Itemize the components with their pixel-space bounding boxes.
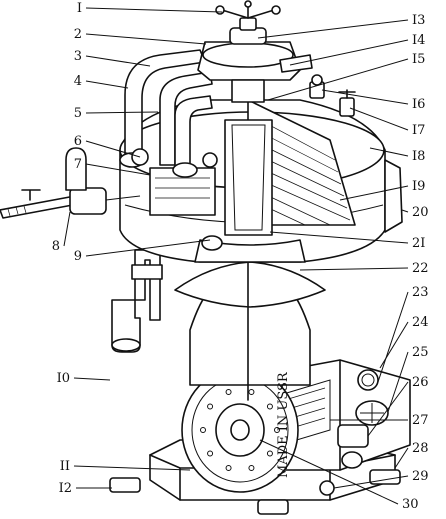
right-label-18: 30 <box>402 497 419 512</box>
inlet-assembly <box>119 0 356 178</box>
nameplate-text: MADE IN USSR <box>276 371 291 478</box>
left-label-2: 2 <box>74 27 82 42</box>
flywheel-bolt <box>248 388 255 395</box>
right-leader-2 <box>289 39 409 66</box>
left-label-11: II <box>60 459 70 474</box>
right-leader-7 <box>339 185 409 201</box>
right-label-6: I8 <box>412 149 425 164</box>
pipe-flange <box>131 264 163 280</box>
right-leader-6 <box>369 147 409 157</box>
left-leader-8 <box>63 211 71 247</box>
right-label-7: I9 <box>412 179 425 194</box>
left-leader-4 <box>85 80 129 89</box>
left-leader-9 <box>85 239 211 257</box>
right-label-15: 27 <box>412 413 429 428</box>
right-leader-3 <box>267 58 409 101</box>
flywheel-bolt <box>207 403 214 410</box>
right-leader-4 <box>321 89 409 105</box>
right-label-17: 29 <box>412 469 429 484</box>
bowl-nut <box>201 235 223 251</box>
left-leader-6 <box>85 140 141 158</box>
left-label-9: 9 <box>74 249 82 264</box>
left-label-7: 7 <box>74 157 82 172</box>
left-leader-7 <box>85 163 151 176</box>
flywheel-bolt <box>266 403 273 410</box>
foot-left <box>109 477 141 493</box>
right-leader-1 <box>257 19 409 39</box>
right-leader-5 <box>349 107 409 131</box>
right-label-3: I5 <box>412 52 425 67</box>
right-label-14: 26 <box>412 375 429 390</box>
right-leader-9 <box>269 231 409 244</box>
left-label-3: 3 <box>74 49 82 64</box>
right-label-11: 23 <box>412 285 429 300</box>
gauge-upper <box>357 369 379 391</box>
left-label-6: 6 <box>74 134 82 149</box>
right-label-9: 2I <box>412 236 425 251</box>
right-leader-8 <box>401 209 409 213</box>
right-label-12: 24 <box>412 315 429 330</box>
left-leader-2 <box>85 33 207 45</box>
leader-lines <box>63 7 409 505</box>
left-leader-5 <box>85 111 159 114</box>
right-label-8: 20 <box>412 205 429 220</box>
flywheel-bolt <box>248 465 255 472</box>
right-leader-14 <box>367 381 409 437</box>
right-leader-12 <box>379 321 409 369</box>
oil-window <box>337 424 369 448</box>
flywheel-bolt <box>225 465 232 472</box>
right-label-2: I4 <box>412 33 425 48</box>
sampling-valve <box>0 147 141 219</box>
right-leader-11 <box>377 291 409 383</box>
right-leader-17 <box>333 475 409 489</box>
left-label-4: 4 <box>74 74 82 89</box>
left-leader-1 <box>85 7 223 13</box>
outlet-pipe <box>111 249 163 353</box>
right-leader-16 <box>394 447 409 469</box>
left-leader-11 <box>73 465 191 471</box>
right-label-1: I3 <box>412 13 425 28</box>
right-label-16: 28 <box>412 441 429 456</box>
left-label-1: I <box>77 1 82 16</box>
left-leader-10 <box>73 377 111 381</box>
flywheel-bolt <box>200 427 206 433</box>
right-leader-10 <box>299 267 409 271</box>
left-label-10: I0 <box>57 371 70 386</box>
flywheel <box>181 367 299 493</box>
right-label-10: 22 <box>412 261 429 276</box>
right-label-13: 25 <box>412 345 429 360</box>
flywheel-bolt <box>207 450 214 457</box>
left-label-5: 5 <box>74 106 82 121</box>
left-label-12: I2 <box>59 481 72 496</box>
drain-plug <box>319 480 335 496</box>
flywheel-bolt <box>225 388 232 395</box>
left-leader-3 <box>85 55 151 67</box>
foot-front <box>257 499 289 515</box>
left-label-8: 8 <box>52 239 60 254</box>
flywheel-bolt <box>266 450 273 457</box>
flywheel-bolt <box>274 427 280 433</box>
right-label-5: I7 <box>412 123 425 138</box>
right-leader-18 <box>259 439 399 505</box>
right-label-4: I6 <box>412 97 425 112</box>
right-leader-13 <box>387 351 409 413</box>
